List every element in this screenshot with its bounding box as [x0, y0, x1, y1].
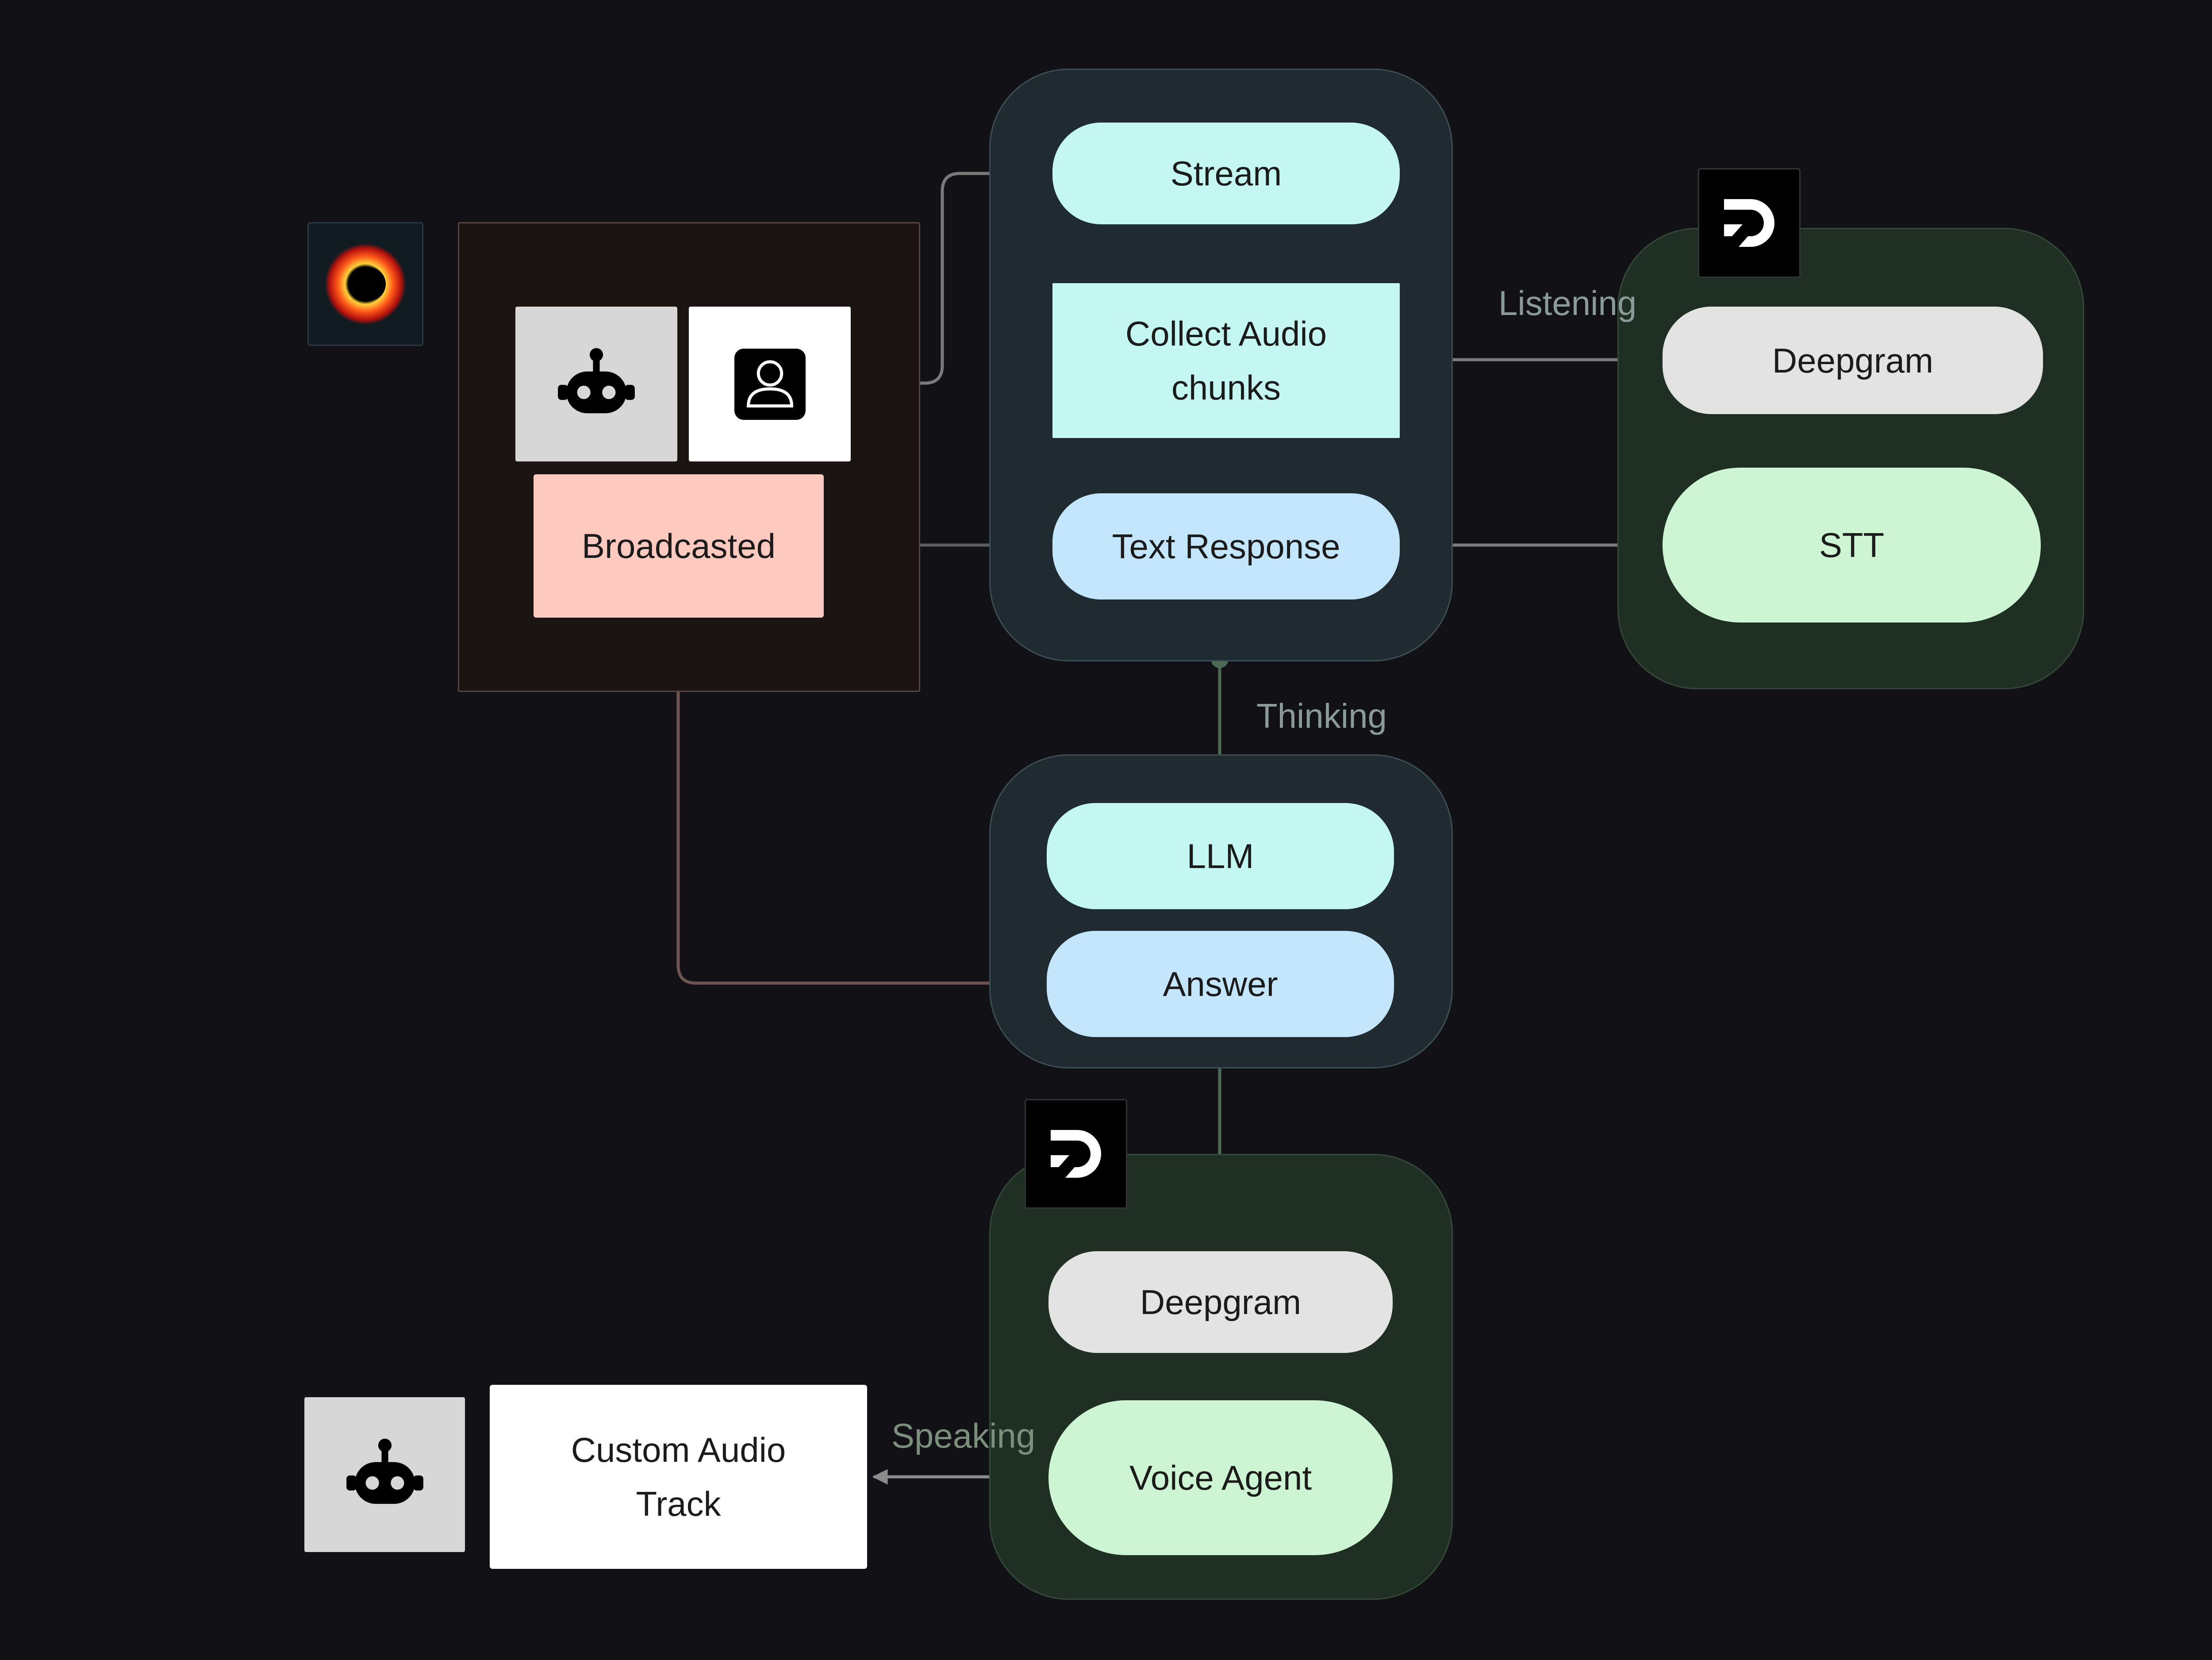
robot-icon [558, 348, 635, 414]
edge-label-speaking: Speaking [891, 1416, 1036, 1455]
black-hole-ring-icon [307, 222, 423, 346]
edge-label-thinking: Thinking [1256, 696, 1387, 735]
answer-node: Answer [1047, 931, 1394, 1037]
user-icon [734, 348, 806, 420]
deepgram-stt-node: Deepgram [1663, 307, 2043, 414]
edge-answer-to-broadcast [670, 620, 1046, 985]
edge-tiles-to-stream [855, 165, 1047, 385]
text-response-node: Text Response [1052, 493, 1400, 599]
broadcasted-node: Broadcasted [534, 474, 824, 618]
deepgram-logo-icon [1025, 1099, 1127, 1209]
collect-audio-node: Collect Audio chunks [1052, 283, 1400, 438]
agent-robot-tile [304, 1397, 465, 1552]
llm-node: LLM [1047, 803, 1394, 909]
edge-label-listening: Listening [1498, 284, 1637, 323]
stt-node: STT [1663, 468, 2041, 622]
deepgram-logo-icon [1698, 168, 1801, 278]
user-tile [689, 307, 851, 461]
deepgram-tts-node: Deepgram [1048, 1251, 1393, 1353]
voice-agent-node: Voice Agent [1048, 1400, 1393, 1555]
custom-audio-track-node: Custom Audio Track [490, 1385, 867, 1569]
stream-node: Stream [1052, 123, 1400, 224]
robot-icon [346, 1438, 423, 1504]
robot-tile [515, 307, 677, 461]
